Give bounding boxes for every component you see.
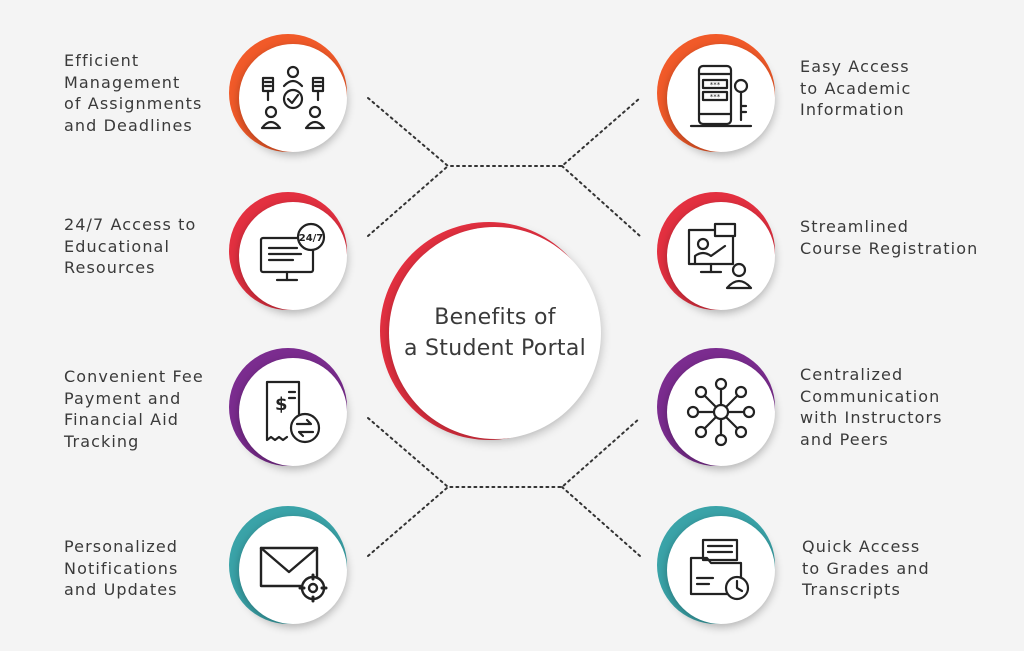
phone-key-icon: *** ***	[689, 64, 753, 128]
benefit-label-communication: Centralized Communication with Instructo…	[800, 365, 943, 449]
svg-text:***: ***	[710, 81, 721, 89]
benefit-node-registration	[657, 192, 785, 320]
benefit-node-notifications	[229, 506, 357, 634]
svg-text:$: $	[275, 394, 288, 415]
benefit-label-grades: Quick Access to Grades and Transcripts	[802, 537, 930, 599]
benefit-disc	[239, 44, 347, 152]
benefit-node-academic-info: *** ***	[657, 34, 785, 162]
monitor-24-7-icon: 24/7	[259, 222, 326, 282]
folder-clock-icon	[689, 538, 750, 601]
benefit-node-assignments	[229, 34, 357, 162]
online-class-icon	[687, 222, 753, 290]
benefit-label-fees: Convenient Fee Payment and Financial Aid…	[64, 367, 204, 451]
benefit-label-registration: Streamlined Course Registration	[800, 217, 979, 258]
benefit-disc	[667, 358, 775, 466]
benefit-disc	[667, 516, 775, 624]
network-nodes-icon	[686, 377, 756, 447]
svg-text:***: ***	[710, 93, 721, 101]
center-circle: Benefits of a Student Portal	[380, 222, 604, 446]
benefit-node-grades	[657, 506, 785, 634]
benefit-label-resources: 24/7 Access to Educational Resources	[64, 215, 197, 277]
benefit-node-communication	[657, 348, 785, 476]
benefit-label-notifications: Personalized Notifications and Updates	[64, 537, 179, 599]
benefit-node-resources: 24/7	[229, 192, 357, 320]
team-task-icon	[260, 65, 326, 130]
benefit-disc: 24/7	[239, 202, 347, 310]
center-title: Benefits of a Student Portal	[403, 305, 587, 361]
benefit-disc: *** ***	[667, 44, 775, 152]
svg-text:24/7: 24/7	[299, 233, 324, 244]
center-disc: Benefits of a Student Portal	[389, 227, 601, 439]
benefit-node-fees: $	[229, 348, 357, 476]
benefit-label-assignments: Efficient Management of Assignments and …	[64, 51, 203, 135]
benefit-disc: $	[239, 358, 347, 466]
envelope-gear-icon	[259, 546, 328, 603]
receipt-payment-icon: $	[265, 380, 321, 444]
benefit-disc	[239, 516, 347, 624]
benefit-disc	[667, 202, 775, 310]
benefit-label-academic-info: Easy Access to Academic Information	[800, 57, 912, 119]
